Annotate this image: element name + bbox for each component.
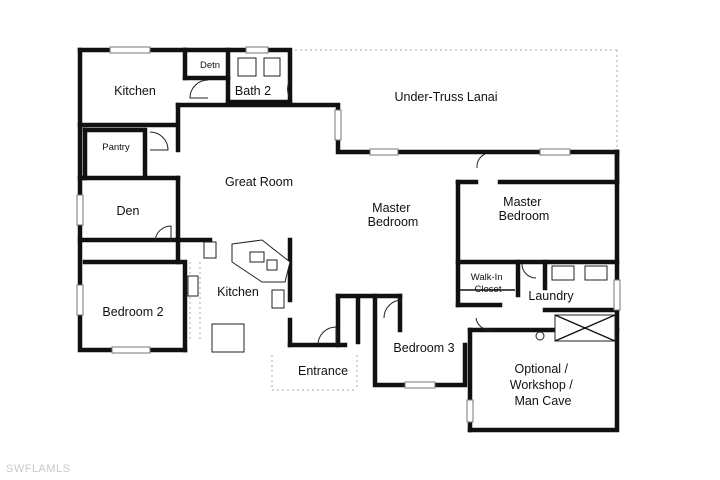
label-master-line1: Master bbox=[372, 201, 410, 215]
label-detn: Detn bbox=[200, 60, 220, 71]
label-bedroom-line2: Bedroom bbox=[368, 215, 419, 229]
lanai-outline bbox=[189, 49, 618, 391]
room-labels: Kitchen Detn Bath 2 Under-Truss Lanai Pa… bbox=[102, 60, 576, 408]
label-walk-in-line1: Walk-In bbox=[471, 272, 503, 283]
label-bedroom2: Bedroom 2 bbox=[102, 305, 163, 319]
label-workshop-line3: Man Cave bbox=[515, 394, 572, 408]
watermark: SWFLAMLS bbox=[6, 463, 71, 475]
label-closet-line2: Closet bbox=[475, 284, 502, 295]
label-master-right-line1: Master bbox=[503, 195, 541, 209]
label-bedroom3: Bedroom 3 bbox=[393, 341, 454, 355]
label-bedroom-right-line2: Bedroom bbox=[499, 209, 550, 223]
label-entrance: Entrance bbox=[298, 364, 348, 378]
label-master-bedroom-center: Master Bedroom bbox=[368, 201, 419, 229]
label-great-room: Great Room bbox=[225, 175, 293, 189]
label-workshop-line2: Workshop / bbox=[510, 378, 574, 392]
fixtures bbox=[187, 57, 616, 353]
label-den: Den bbox=[117, 204, 140, 218]
door-swings bbox=[149, 79, 537, 346]
label-kitchen-top: Kitchen bbox=[114, 84, 156, 98]
label-walk-in-closet: Walk-In Closet bbox=[471, 272, 506, 295]
label-pantry: Pantry bbox=[102, 142, 130, 153]
label-workshop-line1: Optional / bbox=[515, 362, 569, 376]
windows bbox=[76, 46, 621, 423]
label-bath2: Bath 2 bbox=[235, 84, 271, 98]
label-laundry: Laundry bbox=[528, 289, 574, 303]
label-kitchen-main: Kitchen bbox=[217, 285, 259, 299]
label-master-bedroom-right: Master Bedroom bbox=[499, 195, 550, 223]
label-workshop: Optional / Workshop / Man Cave bbox=[510, 362, 576, 408]
label-lanai: Under-Truss Lanai bbox=[394, 90, 497, 104]
